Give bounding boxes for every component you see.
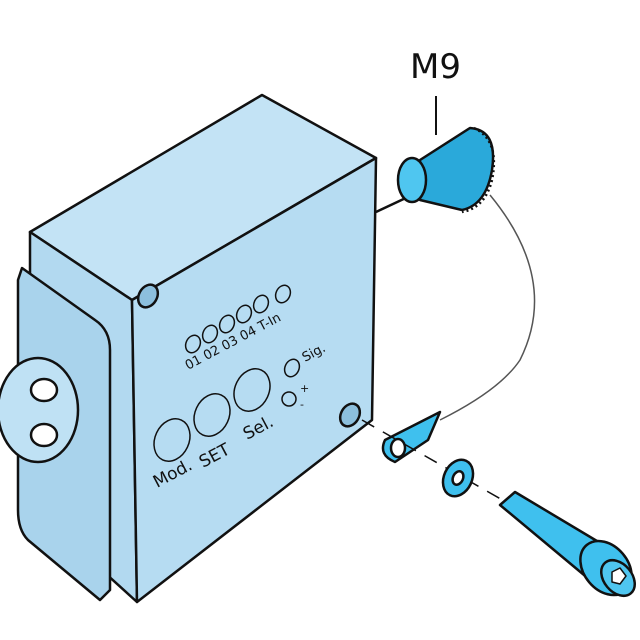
set-button[interactable] [187, 388, 236, 442]
lens-hole-bottom [29, 422, 59, 448]
sel-button[interactable] [227, 363, 276, 417]
screw [498, 490, 636, 598]
mount-hole-bottom [338, 402, 362, 428]
mount-hole-top [136, 283, 160, 309]
lug-hole [389, 437, 407, 459]
minus-label: - [300, 398, 304, 411]
buttons [147, 363, 297, 467]
assembly-axis [361, 419, 521, 511]
retaining-cable [439, 194, 536, 421]
sensor-body [0, 93, 378, 604]
lens [0, 356, 80, 464]
connector-label: M9 [410, 47, 461, 87]
lens-hole-top [29, 377, 59, 403]
m9-connector [375, 126, 496, 214]
plus-label: + [300, 382, 309, 395]
mod-button[interactable] [147, 413, 196, 467]
potentiometer-icon[interactable] [281, 391, 297, 407]
led-row [184, 284, 301, 378]
